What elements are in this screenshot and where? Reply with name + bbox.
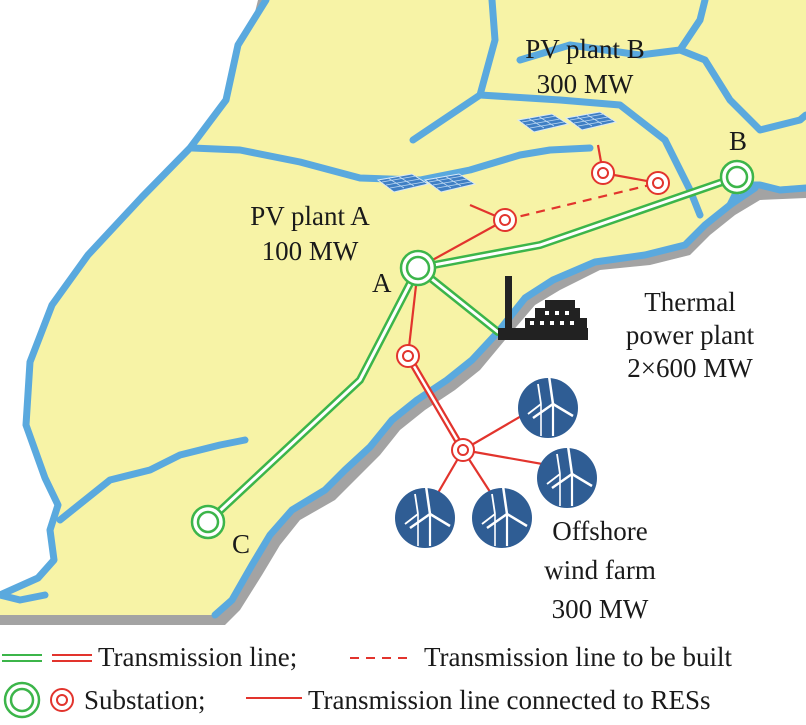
substation-icon [399,249,437,287]
thermal-plant-label: Thermal power plant 2×600 MW [595,289,785,382]
legend-substation: Substation; [84,685,206,715]
wind-turbine-icon [472,484,532,548]
legend-line-connected-res: Transmission line connected to RESs [308,685,711,715]
wind-turbine-icon [537,444,597,508]
thermal-plant-icon [498,276,588,340]
legend-symbols [2,654,412,719]
wind-farm-label: Offshore wind farm 300 MW [515,518,685,623]
pv-plant-a-name: PV plant A [250,201,370,231]
substation-icon [190,504,226,540]
pv-plant-b-name: PV plant B [525,34,645,64]
legend-row-1: Transmission line; Transmission line to … [0,642,806,678]
pv-plant-a-capacity: 100 MW [261,236,359,266]
wind-farm-name-1: Offshore [552,516,648,546]
thermal-plant-capacity: 2×600 MW [627,353,753,383]
wind-farm-capacity: 300 MW [551,594,649,624]
legend-transmission-line: Transmission line; [98,642,298,672]
legend-line-to-be-built: Transmission line to be built [424,642,733,672]
pv-plant-a-label: PV plant A 100 MW [230,203,390,265]
wind-turbine-icon [395,484,455,548]
node-b-label: B [729,126,748,156]
substation-icon [719,159,755,195]
wind-turbine-icon [518,374,578,438]
thermal-plant-name-2: power plant [625,320,755,350]
wind-farm-name-2: wind farm [544,555,656,585]
pv-plant-b-label: PV plant B 300 MW [505,36,665,98]
land [0,0,806,615]
node-a-label: A [372,268,392,298]
node-c-label: C [232,529,251,559]
thermal-plant-name-1: Thermal [644,287,736,317]
legend-row-2: Substation; Transmission line connected … [0,685,806,721]
pv-plant-b-capacity: 300 MW [536,69,634,99]
substation-icon [396,161,670,462]
